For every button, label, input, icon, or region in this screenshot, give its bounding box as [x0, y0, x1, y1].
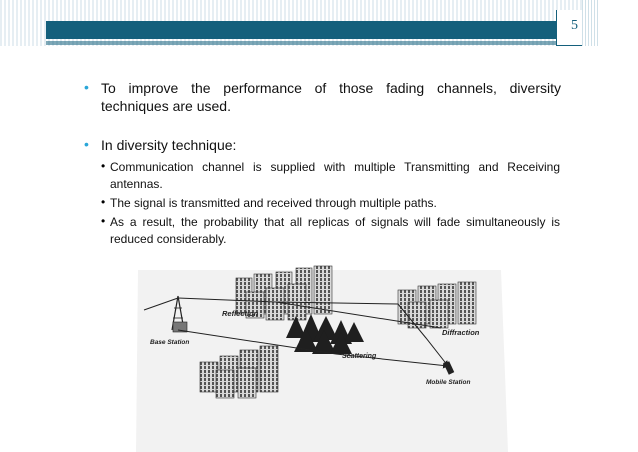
sub-bullet-text: Communication channel is supplied with m… [110, 160, 560, 191]
signal-paths [143, 297, 449, 369]
bullet-text: In diversity technique: [101, 137, 237, 153]
sub-bullet-marker: • [101, 214, 106, 228]
bullet-marker: • [84, 79, 89, 95]
bullet-text: To improve the performance of those fadi… [101, 80, 561, 114]
multipath-figure: Reflection Base Station Scattering Diffr… [136, 265, 508, 452]
tree-cluster [286, 314, 364, 354]
sub-bullet-text: The signal is transmitted and received t… [110, 196, 437, 210]
label-scattering: Scattering [342, 353, 377, 360]
sub-bullet-marker: • [101, 195, 106, 209]
header-underline [46, 41, 556, 45]
sub-bullet-text: As a result, the probability that all re… [110, 215, 560, 246]
label-mobile-station: Mobile Station [426, 379, 470, 386]
label-reflection: Reflection [222, 309, 259, 318]
building-cluster-bottom [199, 345, 279, 399]
header-bar [46, 21, 556, 39]
bullet-marker: • [84, 136, 89, 152]
header-tail-pattern [582, 0, 600, 46]
slide-number-box [556, 10, 583, 46]
building-cluster-top [235, 265, 333, 321]
building-cluster-right [397, 281, 477, 329]
slide-number: 5 [571, 18, 578, 33]
label-base-station: Base Station [150, 339, 189, 346]
sub-bullet-marker: • [101, 159, 106, 173]
base-station-tower [171, 295, 188, 333]
label-diffraction: Diffraction [442, 328, 480, 337]
